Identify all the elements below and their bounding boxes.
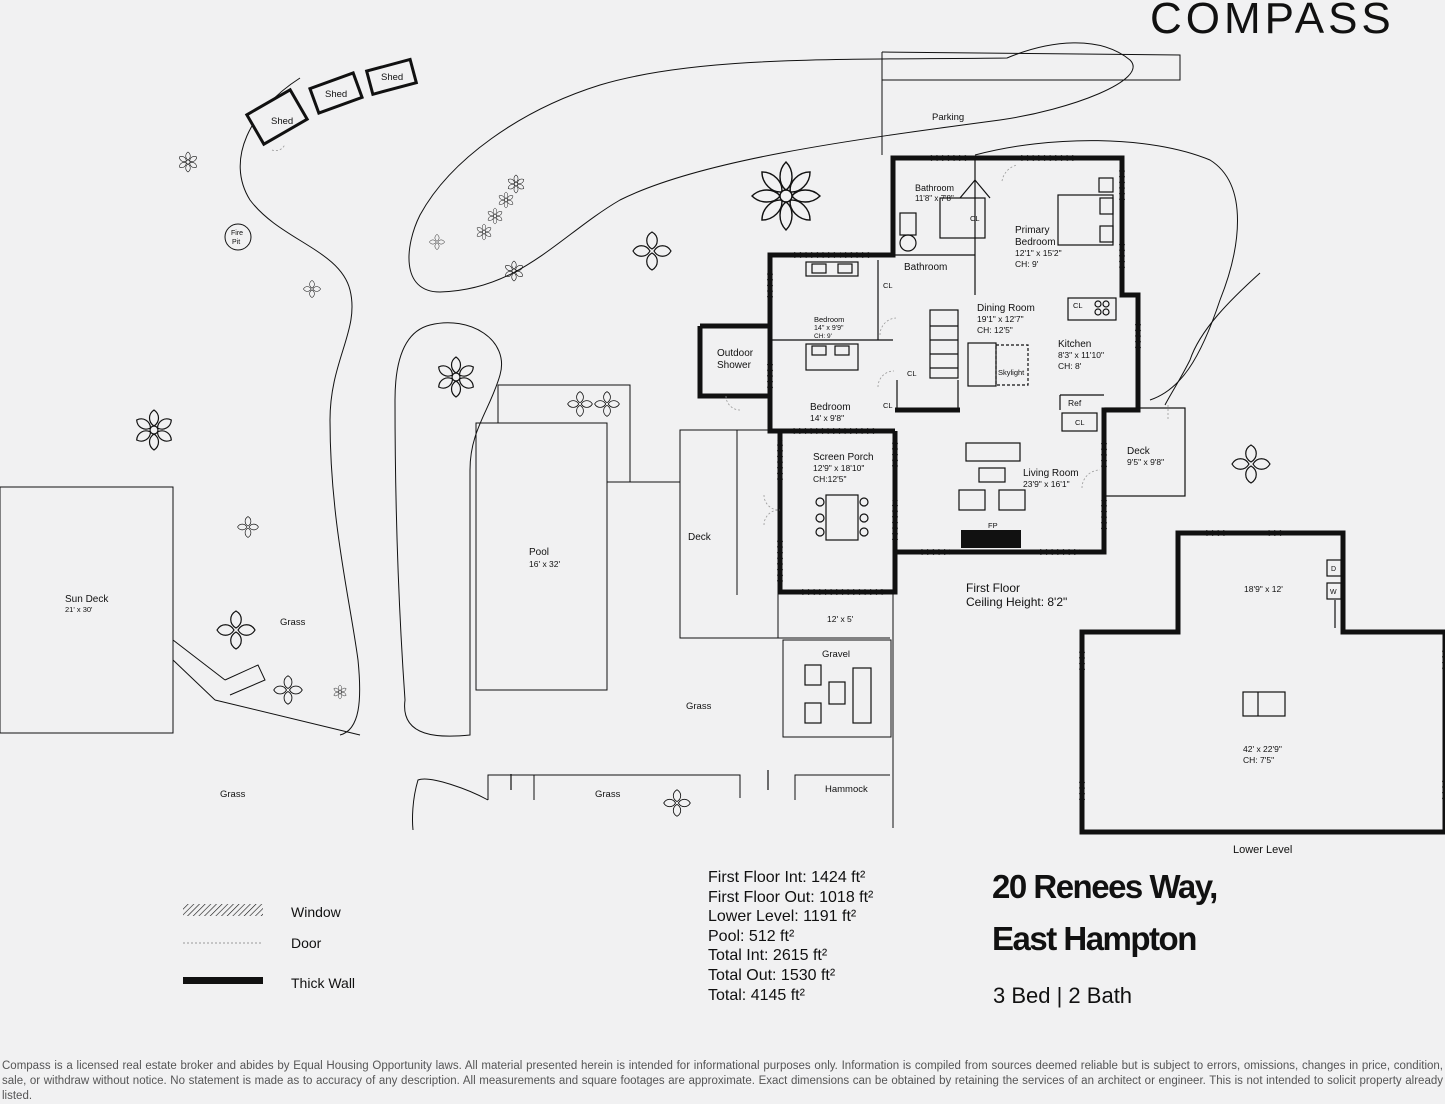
- fixture-labels: CL CL CL CL CL CL Ref FP Skylight Fire P…: [231, 72, 1337, 596]
- interior-details: [510, 158, 1342, 790]
- svg-text:FP: FP: [988, 521, 998, 530]
- area-stats: First Floor Int: 1424 ft² First Floor Ou…: [708, 868, 873, 1005]
- fireplace: [961, 530, 1021, 548]
- svg-text:CL: CL: [883, 281, 893, 290]
- svg-text:21' x 30': 21' x 30': [65, 605, 93, 614]
- door-arcs: [271, 143, 1169, 526]
- room-label-deck: Deck: [1127, 446, 1151, 457]
- room-label-deck-2: Deck: [688, 532, 712, 543]
- fire-pit-icon: [224, 223, 252, 251]
- svg-text:Shed: Shed: [271, 116, 293, 127]
- windows: [767, 155, 1445, 800]
- room-label-primary-bedroom: Primary: [1015, 225, 1049, 236]
- legend-door-label: Door: [291, 935, 322, 951]
- room-label-screen-porch: Screen Porch: [813, 452, 874, 463]
- svg-text:Grass: Grass: [280, 617, 306, 628]
- stat-line: Total: 4145 ft²: [708, 986, 805, 1004]
- svg-text:Shed: Shed: [325, 89, 347, 100]
- landscape-outlines: [172, 42, 1261, 831]
- legend-symbols: [183, 904, 263, 984]
- svg-text:Bedroom: Bedroom: [1015, 237, 1056, 248]
- svg-text:9'5" x 9'8": 9'5" x 9'8": [1127, 457, 1164, 467]
- svg-text:CH: 7'5": CH: 7'5": [1243, 755, 1274, 765]
- room-label-pool: Pool: [529, 547, 549, 558]
- svg-text:Skylight: Skylight: [998, 368, 1025, 377]
- beds-baths: 3 Bed | 2 Bath: [993, 983, 1133, 1008]
- stat-line: Total Int: 2615 ft²: [708, 947, 828, 965]
- legend-window-label: Window: [291, 904, 341, 920]
- svg-text:CL: CL: [970, 214, 980, 223]
- svg-text:CL: CL: [883, 401, 893, 410]
- stat-line: Lower Level: 1191 ft²: [708, 908, 857, 926]
- house-walls: [697, 155, 1445, 835]
- svg-text:18'9" x 12': 18'9" x 12': [1244, 584, 1283, 594]
- svg-text:CH: 9': CH: 9': [1015, 259, 1039, 269]
- room-label-kitchen: Kitchen: [1058, 339, 1091, 350]
- stat-line: Pool: 512 ft²: [708, 927, 795, 945]
- floor-plan-drawing: Bathroom 11'8" x 7'8" Primary Bedroom 12…: [0, 42, 1445, 984]
- sun-deck-and-pool: [0, 384, 680, 734]
- svg-text:12' x 5': 12' x 5': [827, 614, 854, 624]
- svg-text:14'' x 9'9": 14'' x 9'9": [814, 325, 844, 332]
- room-label-living-room: Living Room: [1023, 468, 1079, 479]
- svg-text:D: D: [1331, 566, 1336, 573]
- plant-icons: [133, 151, 1271, 817]
- svg-text:CH: 8': CH: 8': [1058, 361, 1082, 371]
- room-label-outdoor-shower: Outdoor: [717, 348, 754, 359]
- svg-text:CL: CL: [1075, 418, 1085, 427]
- svg-text:CL: CL: [1073, 301, 1083, 310]
- svg-text:W: W: [1330, 589, 1337, 596]
- stat-line: Total Out: 1530 ft²: [708, 966, 836, 984]
- legend-thick-wall-label: Thick Wall: [291, 975, 356, 991]
- floor-captions: First Floor Ceiling Height: 8'2" Lower L…: [966, 581, 1292, 856]
- brand-logo: COMPASS: [1150, 0, 1395, 43]
- svg-text:Gravel: Gravel: [822, 649, 850, 660]
- svg-text:Pit: Pit: [232, 239, 240, 246]
- address-line-2: East Hampton: [992, 920, 1197, 957]
- svg-text:12'1" x 15'2": 12'1" x 15'2": [1015, 248, 1062, 258]
- lower-level-title: Lower Level: [1233, 844, 1292, 856]
- stat-line: First Floor Int: 1424 ft²: [708, 869, 866, 886]
- svg-text:CH: 12'5": CH: 12'5": [977, 325, 1013, 335]
- svg-text:12'9" x 18'10": 12'9" x 18'10": [813, 463, 864, 473]
- address-line-1: 20 Renees Way,: [992, 868, 1218, 905]
- svg-text:Parking: Parking: [932, 112, 964, 123]
- svg-text:8'3" x 11'10": 8'3" x 11'10": [1058, 350, 1104, 360]
- svg-text:14' x 9'8": 14' x 9'8": [810, 413, 844, 423]
- site-labels: Parking Grass Grass Grass Grass Gravel H…: [220, 112, 964, 800]
- svg-text:19'1" x 12'7": 19'1" x 12'7": [977, 314, 1024, 324]
- svg-text:Grass: Grass: [595, 789, 621, 800]
- room-label-sun-deck: Sun Deck: [65, 594, 109, 605]
- room-label-bathroom-1: Bathroom: [915, 183, 954, 193]
- room-label-bedroom-2: Bedroom: [810, 402, 851, 413]
- svg-text:CH:12'5": CH:12'5": [813, 474, 846, 484]
- svg-text:CL: CL: [907, 369, 917, 378]
- first-floor-ceiling: Ceiling Height: 8'2": [966, 595, 1067, 609]
- svg-text:Hammock: Hammock: [825, 784, 868, 795]
- room-label-bathroom-2: Bathroom: [904, 262, 947, 273]
- room-labels: Bathroom 11'8" x 7'8" Primary Bedroom 12…: [65, 183, 1164, 614]
- svg-text:CH: 9': CH: 9': [814, 333, 832, 340]
- room-label-bedroom-1: Bedroom: [814, 315, 844, 324]
- svg-text:11'8" x 7'8": 11'8" x 7'8": [915, 194, 954, 203]
- svg-text:Shower: Shower: [717, 360, 752, 371]
- sheds: [244, 57, 419, 147]
- svg-text:Grass: Grass: [686, 701, 712, 712]
- svg-text:42' x 22'9": 42' x 22'9": [1243, 744, 1282, 754]
- svg-text:Shed: Shed: [381, 72, 403, 83]
- legal-disclaimer: Compass is a licensed real estate broker…: [2, 1060, 1443, 1102]
- svg-text:Fire: Fire: [231, 230, 243, 237]
- svg-text:Ref: Ref: [1068, 398, 1082, 408]
- stat-line: First Floor Out: 1018 ft²: [708, 888, 874, 906]
- svg-text:16' x 32': 16' x 32': [529, 559, 561, 569]
- first-floor-title: First Floor: [966, 581, 1020, 595]
- room-label-dining-room: Dining Room: [977, 303, 1035, 314]
- svg-text:Grass: Grass: [220, 789, 246, 800]
- svg-text:23'9" x 16'1": 23'9" x 16'1": [1023, 479, 1070, 489]
